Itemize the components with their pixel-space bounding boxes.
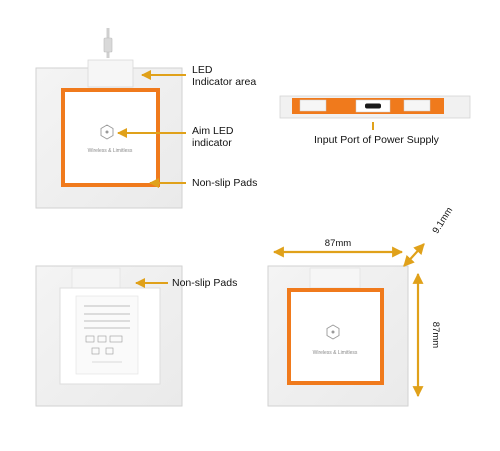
aim-led-indicator-label: Aim LED indicator	[192, 125, 233, 149]
pad-side-port-view	[279, 95, 471, 130]
width-dimension-label: 87mm	[325, 238, 351, 249]
edge-insert-left	[299, 99, 327, 112]
callout-arrows-front	[117, 70, 186, 188]
aim-led-hex-icon	[100, 124, 114, 140]
aim-led-dot-icon	[105, 130, 109, 134]
rohs-mark-icon	[109, 335, 123, 343]
brand-text-dim: Wireless & Limitless	[313, 350, 358, 356]
edge-insert-right	[403, 99, 431, 112]
weee-bin-icon	[91, 347, 100, 355]
charging-surface-border	[61, 88, 160, 187]
led-indicator-area	[87, 59, 134, 88]
back-tab	[71, 267, 121, 289]
non-slip-pads-label-top: Non-slip Pads	[192, 177, 258, 189]
led-tab-dim	[309, 267, 361, 289]
usb-plug	[103, 37, 113, 53]
recycle-icon	[105, 347, 114, 355]
led-indicator-area-label: LED Indicator area	[192, 64, 256, 88]
spec-label	[75, 295, 139, 375]
height-dimension-label: 87mm	[430, 322, 441, 348]
charging-surface-border-dim	[287, 288, 384, 385]
brand-text-front: Wireless & Limitless	[88, 148, 133, 154]
led-label-line1: LED	[192, 64, 213, 76]
non-slip-pads-label-bottom: Non-slip Pads	[172, 277, 238, 289]
pad-front-view: Wireless & Limitless	[35, 28, 183, 209]
aim-led-label-line1: Aim LED	[192, 125, 234, 137]
pad-dimension-view: Wireless & Limitless	[267, 265, 409, 407]
aim-led-dot-icon	[331, 330, 335, 334]
ce-mark-icon	[85, 335, 95, 343]
aim-led-hex-icon	[326, 324, 340, 340]
dimension-arrows	[272, 243, 425, 398]
input-port-label: Input Port of Power Supply	[314, 134, 439, 146]
led-label-line2: Indicator area	[192, 76, 257, 88]
pad-back-view	[35, 265, 183, 407]
thickness-arrow	[403, 243, 425, 267]
fcc-mark-icon	[97, 335, 107, 343]
micro-usb-port	[365, 103, 381, 109]
thickness-dimension-label: 9.1mm	[431, 205, 456, 236]
aim-led-label-line2: indicator	[192, 137, 232, 149]
